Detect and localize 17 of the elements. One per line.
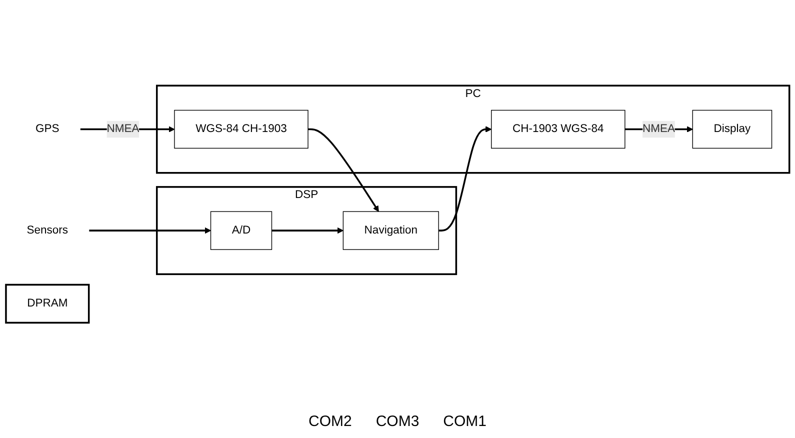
node-box: Display bbox=[692, 110, 772, 149]
arrow bbox=[438, 126, 492, 232]
arrow bbox=[272, 228, 344, 234]
port-label: COM3 bbox=[376, 413, 420, 430]
port-label: COM2 bbox=[308, 413, 352, 430]
node-box: WGS-84 CH-1903 bbox=[174, 110, 308, 149]
arrow bbox=[308, 128, 379, 212]
node-text: Sensors bbox=[26, 224, 68, 237]
node-text: GPS bbox=[36, 123, 60, 136]
port-label: COM1 bbox=[443, 413, 487, 430]
node-box: Navigation bbox=[342, 212, 439, 250]
arrow bbox=[89, 228, 212, 234]
node-box: CH-1903 WGS-84 bbox=[491, 110, 626, 149]
node-box: DPRAM bbox=[5, 284, 90, 324]
node-box: A/D bbox=[210, 212, 272, 250]
edge-label: NMEA bbox=[642, 123, 676, 136]
edge-label: NMEA bbox=[106, 123, 140, 136]
